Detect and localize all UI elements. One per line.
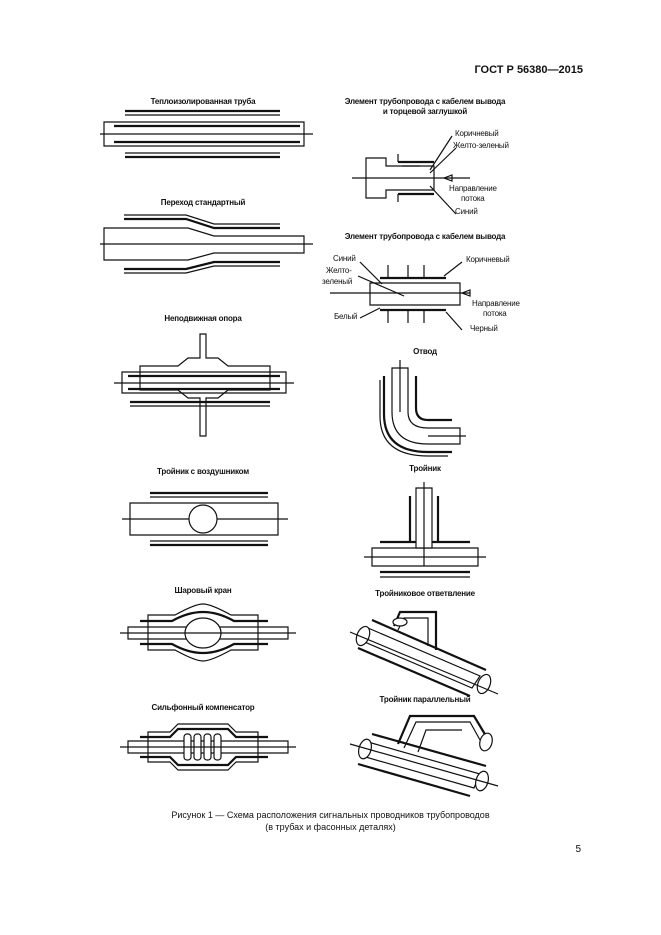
title-end-cap-line1: Элемент трубопровода с кабелем вывода [344,97,506,106]
label-flow-2b: потока [483,309,507,318]
drawing-insulated-pipe [100,111,313,157]
drawing-cable-outlet-element [330,262,470,330]
drawing-tee-with-vent [122,493,288,545]
label-yellow-green-2b: зеленый [322,277,353,286]
drawing-standard-reducer [100,215,313,273]
label-brown-1: Коричневый [455,129,499,138]
figure-caption-line1: Рисунок 1 — Схема расположения сигнальны… [171,810,490,820]
label-white: Белый [334,312,358,321]
label-flow-1b: потока [461,194,485,203]
title-standard-reducer: Переход стандартный [160,198,246,207]
label-brown-2: Коричневый [466,255,510,264]
label-yellow-green-1: Желто-зеленый [453,141,509,150]
title-oblique-tee: Тройниковое ответвление [375,589,475,598]
drawing-bend [380,360,466,456]
label-yellow-green-2a: Желто- [326,266,352,275]
figure-caption-line2: (в трубах и фасонных деталях) [265,822,396,832]
title-tee: Тройник [409,464,441,473]
title-bellows-compensator: Сильфонный компенсатор [151,703,255,712]
title-bend: Отвод [413,347,437,356]
label-flow-2a: Направление [472,299,520,308]
drawing-oblique-tee [350,612,498,696]
page-number: 5 [575,844,581,855]
drawing-ball-valve [120,604,296,661]
drawing-fixed-support [114,334,294,436]
title-tee-with-vent: Тройник с воздушником [157,467,249,476]
label-black: Черный [470,324,498,333]
drawing-tee [364,482,486,577]
title-parallel-tee: Тройник параллельный [379,695,471,704]
title-end-cap-line2: и торцевой заглушкой [382,107,468,116]
drawing-end-cap-element [352,136,470,214]
standard-header: ГОСТ Р 56380—2015 [474,64,583,76]
title-fixed-support: Неподвижная опора [164,314,242,323]
title-ball-valve: Шаровый кран [174,586,232,595]
title-insulated-pipe: Теплоизолированная труба [150,97,256,106]
drawing-bellows-compensator [120,724,296,770]
title-cable-outlet: Элемент трубопровода с кабелем вывода [344,232,506,241]
label-flow-1a: Направление [449,184,497,193]
drawing-parallel-tee [350,716,498,796]
label-blue-2: Синий [333,254,356,263]
label-blue-1: Синий [455,207,478,216]
